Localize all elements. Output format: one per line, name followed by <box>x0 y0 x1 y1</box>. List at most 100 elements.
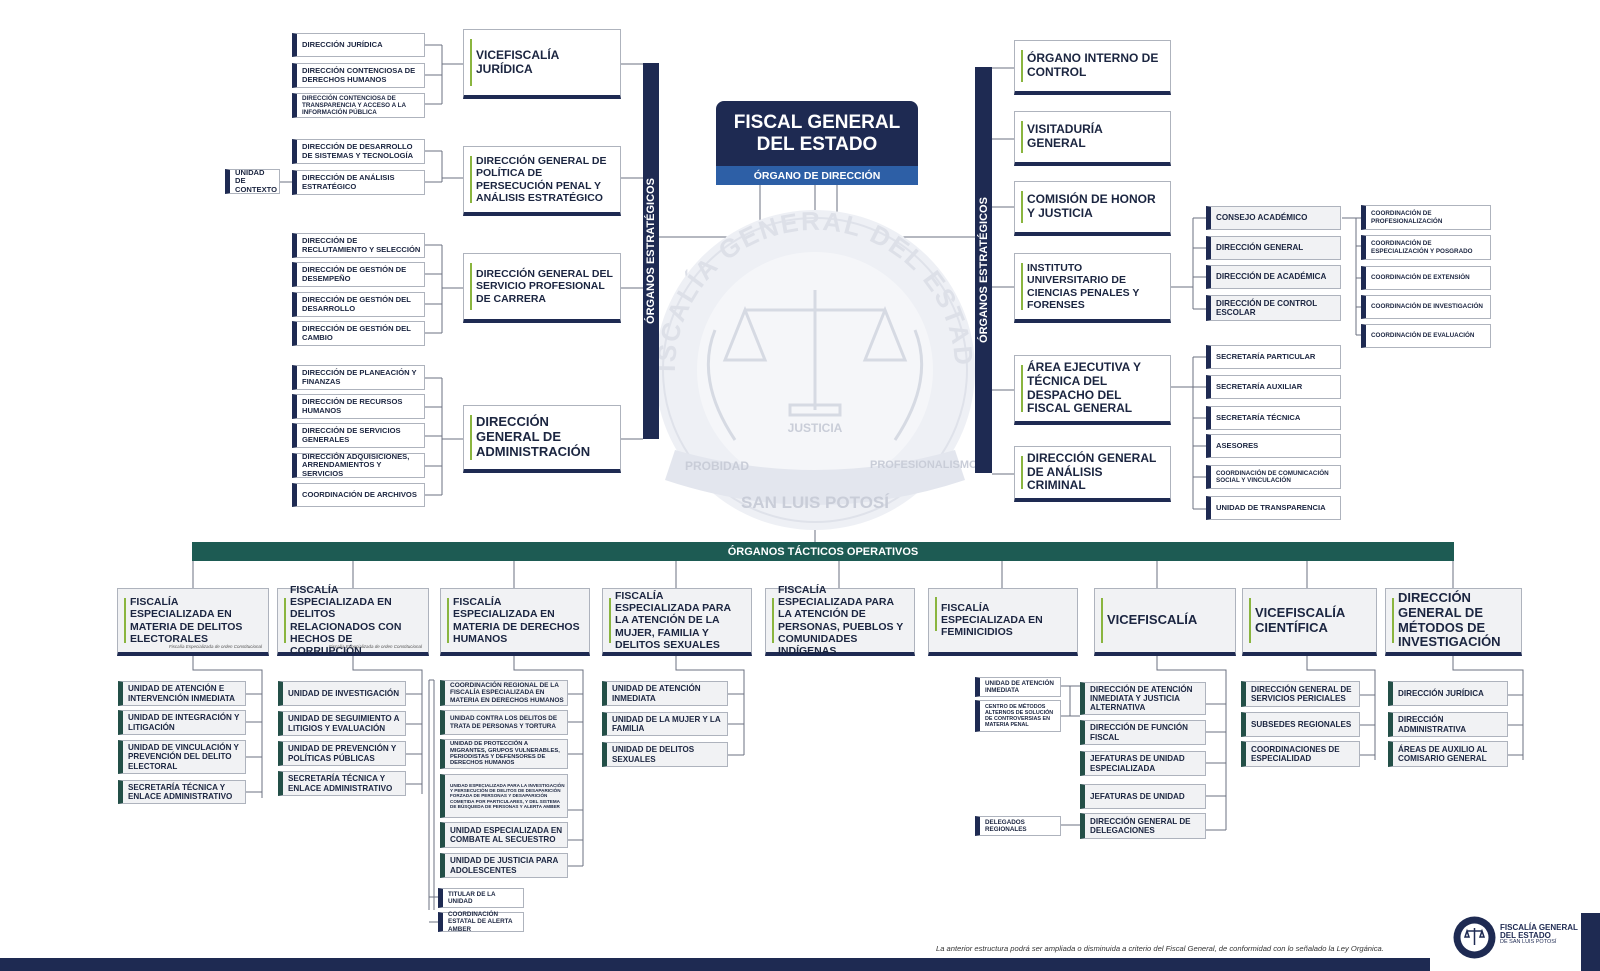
box-note: Fiscalía Especializada de orden Constitu… <box>328 643 422 649</box>
box-title: VICEFISCALÍA CIENTÍFICA <box>1255 604 1345 635</box>
fiscalia-derechos-humanos-box: FISCALÍA ESPECIALIZADA EN MATERIA DE DER… <box>440 588 590 656</box>
analisis-criminal-box: DIRECCIÓN GENERAL DE ANÁLISIS CRIMINAL <box>1014 446 1171 502</box>
left-subunit: DIRECCIÓN CONTENCIOSA DE DERECHOS HUMANO… <box>292 63 425 88</box>
left-subunit: DIRECCIÓN JURÍDICA <box>292 33 425 57</box>
coordinacion-item: COORDINACIÓN DE INVESTIGACIÓN <box>1361 295 1491 319</box>
left-strategic-bar-label: ÓRGANOS ESTRATÉGICOS <box>645 178 657 324</box>
logo-line-3: DE SAN LUIS POTOSÍ <box>1500 939 1557 945</box>
vicefiscalia-side-unit: CENTRO DE MÉTODOS ALTERNOS DE SOLUCIÓN D… <box>975 700 1061 732</box>
corner-block <box>1581 913 1600 971</box>
box-title: VISITADURÍA GENERAL <box>1027 122 1103 150</box>
box-title: FISCALÍA ESPECIALIZADA EN DELITOS RELACI… <box>290 584 402 657</box>
tactical-unit: UNIDAD DE INVESTIGACIÓN <box>278 681 406 706</box>
box-title: DIRECCIÓN GENERAL DEL SERVICIO PROFESION… <box>476 268 613 305</box>
tactical-unit: COORDINACIONES DE ESPECIALIDAD <box>1241 741 1360 767</box>
tactical-unit: DIRECCIÓN GENERAL DE DELEGACIONES <box>1080 813 1206 839</box>
coordinacion-item: COORDINACIÓN DE ESPECIALIZACIÓN Y POSGRA… <box>1361 235 1491 260</box>
tactical-unit: COORDINACIÓN REGIONAL DE LA FISCALÍA ESP… <box>440 680 568 706</box>
tactical-unit: SECRETARÍA TÉCNICA Y ENLACE ADMINISTRATI… <box>118 780 246 804</box>
fiscal-general-box: FISCAL GENERAL DEL ESTADO ÓRGANO DE DIRE… <box>716 101 918 185</box>
box-title: ÓRGANO INTERNO DE CONTROL <box>1027 51 1159 79</box>
vicefiscalia-box: VICEFISCALÍA <box>1094 588 1236 656</box>
metodos-investigacion-box: DIRECCIÓN GENERAL DE MÉTODOS DE INVESTIG… <box>1385 588 1522 656</box>
left-subunit: DIRECCIÓN DE ANÁLISIS ESTRATÉGICO <box>292 170 425 195</box>
tactical-unit: SUBSEDES REGIONALES <box>1241 712 1360 737</box>
tactical-unit: UNIDAD CONTRA LOS DELITOS DE TRATA DE PE… <box>440 710 568 735</box>
box-title: FISCALÍA ESPECIALIZADA EN MATERIA DE DER… <box>453 596 580 645</box>
left-strategic-bar: ÓRGANOS ESTRATÉGICOS <box>643 63 659 439</box>
box-title: COMISIÓN DE HONOR Y JUSTICIA <box>1027 192 1156 220</box>
head-title-line2: DEL ESTADO <box>756 133 878 155</box>
box-title: DIRECCIÓN GENERAL DE POLÍTICA DE PERSECU… <box>476 155 607 204</box>
box-title: VICEFISCALÍA JURÍDICA <box>476 47 559 76</box>
tactical-unit: ÁREAS DE AUXILIO AL COMISARIO GENERAL <box>1388 741 1508 767</box>
tactical-unit: UNIDAD DE PREVENCIÓN Y POLÍTICAS PÚBLICA… <box>278 741 406 766</box>
administracion-box: DIRECCIÓN GENERAL DE ADMINISTRACIÓN <box>463 405 621 473</box>
box-title: FISCALÍA ESPECIALIZADA EN MATERIA DE DEL… <box>130 596 243 645</box>
area-unit: UNIDAD DE TRANSPARENCIA <box>1206 496 1341 520</box>
instituto-unit: CONSEJO ACADÉMICO <box>1206 206 1341 230</box>
vicefiscalia-juridica-box: VICEFISCALÍA JURÍDICA <box>463 29 621 99</box>
left-subunit: DIRECCIÓN DE GESTIÓN DEL DESARROLLO <box>292 292 425 317</box>
tactical-unit: UNIDAD DE DELITOS SEXUALES <box>602 742 728 767</box>
left-subunit: DIRECCIÓN DE RECLUTAMIENTO Y SELECCIÓN <box>292 233 425 258</box>
tactical-unit: DIRECCIÓN ADMINISTRATIVA <box>1388 712 1508 737</box>
box-title: DIRECCIÓN GENERAL DE ANÁLISIS CRIMINAL <box>1027 450 1157 493</box>
left-subunit: DIRECCIÓN DE PLANEACIÓN Y FINANZAS <box>292 365 425 390</box>
instituto-unit: DIRECCIÓN GENERAL <box>1206 236 1341 260</box>
area-unit: SECRETARÍA PARTICULAR <box>1206 345 1341 369</box>
area-ejecutiva-box: ÁREA EJECUTIVA Y TÉCNICA DEL DESPACHO DE… <box>1014 355 1171 425</box>
logo-line-1: FISCALÍA GENERAL <box>1500 923 1578 932</box>
visitaduria-box: VISITADURÍA GENERAL <box>1014 111 1171 166</box>
tactical-unit: UNIDAD DE JUSTICIA PARA ADOLESCENTES <box>440 853 568 878</box>
left-subunit: DIRECCIÓN CONTENCIOSA DE TRANSPARENCIA Y… <box>292 93 425 118</box>
fiscalia-mujer-box: FISCALÍA ESPECIALIZADA PARA LA ATENCIÓN … <box>602 588 752 656</box>
area-unit: SECRETARÍA TÉCNICA <box>1206 406 1341 430</box>
fiscalia-electorales-box: FISCALÍA ESPECIALIZADA EN MATERIA DE DEL… <box>117 588 269 656</box>
box-title: FISCALÍA ESPECIALIZADA EN FEMINICIDIOS <box>941 602 1043 639</box>
seal-watermark: FISCALÍA GENERAL DEL ESTADO PROBIDAD JUS… <box>605 200 978 530</box>
box-title: INSTITUTO UNIVERSITARIO DE CIENCIAS PENA… <box>1027 262 1140 311</box>
tactical-unit: UNIDAD DE PROTECCIÓN A MIGRANTES, GRUPOS… <box>440 739 568 769</box>
vicefiscalia-side-unit: UNIDAD DE ATENCIÓN INMEDIATA <box>975 677 1061 697</box>
comision-honor-box: COMISIÓN DE HONOR Y JUSTICIA <box>1014 181 1171 236</box>
tactical-unit: DIRECCIÓN DE FUNCIÓN FISCAL <box>1080 720 1206 745</box>
fiscalia-corrupcion-box: FISCALÍA ESPECIALIZADA EN DELITOS RELACI… <box>277 584 429 657</box>
left-subunit: DIRECCIÓN DE RECURSOS HUMANOS <box>292 394 425 419</box>
tactical-bar: ÓRGANOS TÁCTICOS OPERATIVOS <box>192 542 1454 561</box>
coordinacion-item: COORDINACIÓN DE EXTENSIÓN <box>1361 266 1491 290</box>
right-strategic-bar: ÓRGANOS ESTRATÉGICOS <box>975 67 992 473</box>
box-note: Fiscalía Especializada de orden Constitu… <box>168 643 262 649</box>
left-subunit: COORDINACIÓN DE ARCHIVOS <box>292 483 425 507</box>
tactical-unit: SECRETARÍA TÉCNICA Y ENLACE ADMINISTRATI… <box>278 771 406 796</box>
left-subunit: DIRECCIÓN ADQUISICIONES, ARRENDAMIENTOS … <box>292 452 425 478</box>
fiscalia-feminicidios-box: FISCALÍA ESPECIALIZADA EN FEMINICIDIOS <box>928 588 1078 656</box>
servicio-profesional-box: DIRECCIÓN GENERAL DEL SERVICIO PROFESION… <box>463 253 621 323</box>
tactical-unit: UNIDAD DE SEGUIMIENTO A LITIGIOS Y EVALU… <box>278 711 406 736</box>
fiscalia-logo-icon <box>1453 916 1496 959</box>
instituto-box: INSTITUTO UNIVERSITARIO DE CIENCIAS PENA… <box>1014 253 1171 323</box>
tactical-unit: UNIDAD DE ATENCIÓN E INTERVENCIÓN INMEDI… <box>118 681 246 706</box>
vicefiscalia-cientifica-box: VICEFISCALÍA CIENTÍFICA <box>1242 588 1377 656</box>
tactical-unit: UNIDAD DE LA MUJER Y LA FAMILIA <box>602 712 728 736</box>
bottom-bar <box>0 958 1430 971</box>
tactical-unit: DIRECCIÓN GENERAL DE SERVICIOS PERICIALE… <box>1241 681 1360 707</box>
tactical-subunit: TITULAR DE LA UNIDAD <box>438 888 524 908</box>
left-subunit: DIRECCIÓN DE GESTIÓN DEL CAMBIO <box>292 321 425 346</box>
box-title: VICEFISCALÍA <box>1107 612 1198 628</box>
organo-interno-box: ÓRGANO INTERNO DE CONTROL <box>1014 40 1171 95</box>
seal-ribbon-text: JUSTICIA <box>788 421 843 435</box>
tactical-unit: JEFATURAS DE UNIDAD <box>1080 784 1206 809</box>
tactical-unit: JEFATURAS DE UNIDAD ESPECIALIZADA <box>1080 751 1206 776</box>
instituto-unit: DIRECCIÓN DE ACADÉMICA <box>1206 265 1341 289</box>
tactical-unit: DIRECCIÓN JURÍDICA <box>1388 681 1508 706</box>
tactical-unit: UNIDAD DE VINCULACIÓN Y PREVENCIÓN DEL D… <box>118 740 246 774</box>
seal-right-text: PROFESIONALISMO <box>870 459 978 471</box>
box-title: DIRECCIÓN GENERAL DE ADMINISTRACIÓN <box>476 414 591 459</box>
tactical-subunit: COORDINACIÓN ESTATAL DE ALERTA AMBER <box>438 911 524 933</box>
box-title: DIRECCIÓN GENERAL DE MÉTODOS DE INVESTIG… <box>1398 589 1501 650</box>
vicefiscalia-side-unit: DELEGADOS REGIONALES <box>975 816 1061 836</box>
tactical-unit: UNIDAD ESPECIALIZADA EN COMBATE AL SECUE… <box>440 822 568 848</box>
tactical-unit: UNIDAD DE ATENCIÓN INMEDIATA <box>602 681 728 706</box>
